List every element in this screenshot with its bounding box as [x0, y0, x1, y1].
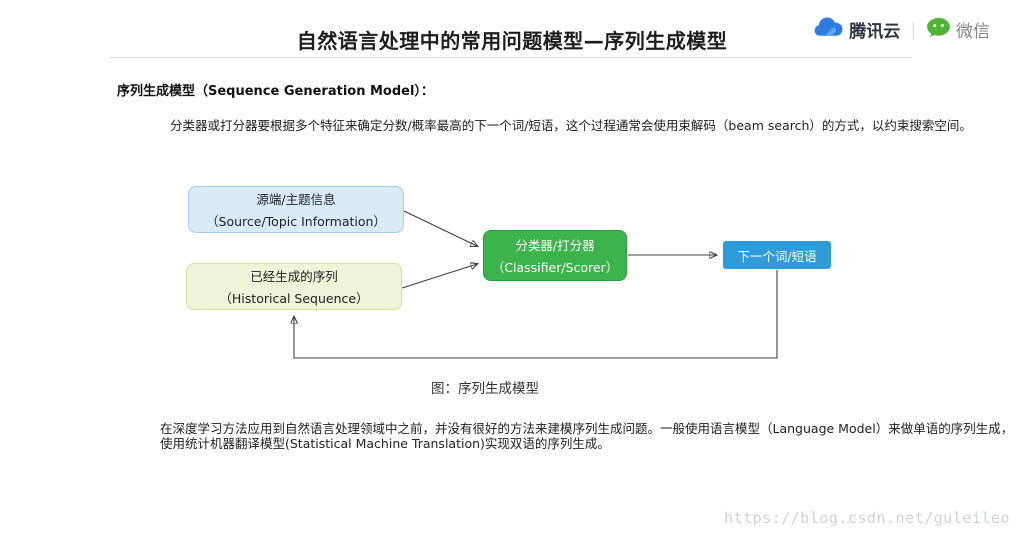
historical-sequence-box: 已经生成的序列 （Historical Sequence） [186, 263, 402, 310]
classifier-scorer-line2: （Classifier/Scorer） [491, 260, 619, 275]
brand-logos: 腾讯云 | 微信 [812, 16, 990, 43]
next-word-label: 下一个词/短语 [737, 248, 817, 264]
source-topic-line2: （Source/Topic Information） [206, 214, 386, 229]
page-title: 自然语言处理中的常用问题模型—序列生成模型 [296, 29, 728, 53]
next-word-box: 下一个词/短语 [723, 241, 831, 269]
watermark-url: https://blog.csdn.net/guleileo [724, 509, 1010, 527]
source-topic-line1: 源端/主题信息 [256, 192, 336, 207]
classifier-scorer-line1: 分类器/打分器 [515, 238, 595, 253]
footer-paragraph: 在深度学习方法应用到自然语言处理领域中之前，并没有很好的方法来建模序列生成问题。… [160, 421, 1013, 451]
footer-line-1: 在深度学习方法应用到自然语言处理领域中之前，并没有很好的方法来建模序列生成问题。… [160, 421, 1014, 436]
section-heading: 序列生成模型（Sequence Generation Model）： [117, 84, 434, 99]
figure-caption: 图：序列生成模型 [431, 381, 539, 397]
footer-line-2: 使用统计机器翻译模型(Statistical Machine Translati… [160, 436, 610, 451]
classifier-scorer-box: 分类器/打分器 （Classifier/Scorer） [483, 230, 627, 281]
wechat-label: 微信 [956, 22, 990, 42]
arrow-source-to-classifier [403, 210, 477, 246]
tencent-cloud-label: 腾讯云 [849, 22, 901, 42]
historical-sequence-line2: （Historical Sequence） [219, 291, 369, 306]
brand-separator: | [910, 19, 916, 40]
header-divider [110, 57, 912, 58]
tencent-cloud-icon [812, 16, 844, 43]
arrow-history-to-classifier [401, 264, 477, 289]
wechat-icon [926, 17, 951, 42]
historical-sequence-line1: 已经生成的序列 [250, 269, 338, 284]
intro-paragraph: 分类器或打分器要根据多个特征来确定分数/概率最高的下一个词/短语，这个过程通常会… [170, 118, 972, 133]
source-topic-box: 源端/主题信息 （Source/Topic Information） [188, 186, 404, 233]
